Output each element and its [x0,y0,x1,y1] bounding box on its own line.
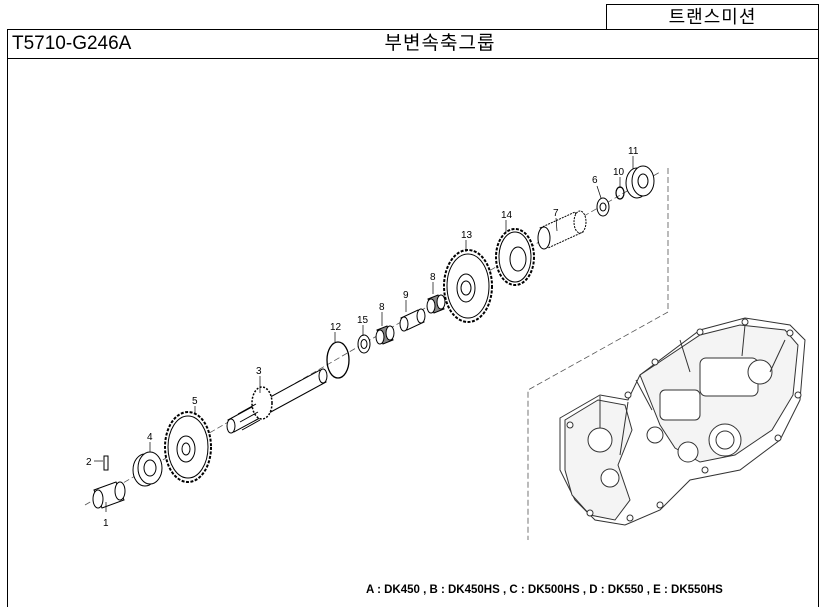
part-7-splined-hub [537,210,587,250]
callout-label: 9 [403,290,409,301]
drawing-frame [7,29,819,607]
part-8-needle-bearing [375,325,395,345]
transmission-case-illustration [559,317,806,526]
part-10-snap-ring [615,186,625,200]
callout-label: 8 [430,272,436,283]
callout-label: 7 [553,208,559,219]
callout-label: 4 [147,432,153,443]
part-15-washer [357,334,371,354]
part-12-snap-ring [326,341,350,379]
part-4-bearing [132,451,163,487]
callout-label: 3 [256,366,262,377]
part-13-large-gear [443,249,493,323]
group-title: 부변속축그룹 [384,32,496,54]
part-3-shaft [226,368,328,434]
part-2-pin [103,455,109,471]
part-1-sleeve [92,481,126,509]
part-5-gear [164,411,212,483]
part-14-gear [495,228,535,286]
callout-label: 2 [86,457,92,468]
part-6-washer [596,197,610,217]
section-name: 트랜스미션 [606,4,819,30]
model-legend: A : DK450 , B : DK450HS , C : DK500HS , … [366,584,723,596]
callout-label: 5 [192,396,198,407]
callout-leader-lines [94,156,634,512]
part-11-bearing [625,165,655,199]
callout-label: 6 [592,175,598,186]
callout-label: 12 [330,322,342,333]
part-code: T5710-G246A [12,33,132,54]
callout-label: 1 [103,518,109,529]
callout-label: 15 [357,315,369,326]
callout-label: 8 [379,302,385,313]
callout-labels: 1 2 3 4 5 6 7 8 8 9 10 11 12 13 14 15 [86,146,639,529]
callout-label: 14 [501,210,513,221]
part-9-collar [399,308,426,332]
callout-label: 11 [628,146,639,157]
part-8-needle-bearing-2 [426,294,446,314]
title-bar [7,29,819,59]
callout-label: 13 [461,230,473,241]
callout-label: 10 [613,167,625,178]
